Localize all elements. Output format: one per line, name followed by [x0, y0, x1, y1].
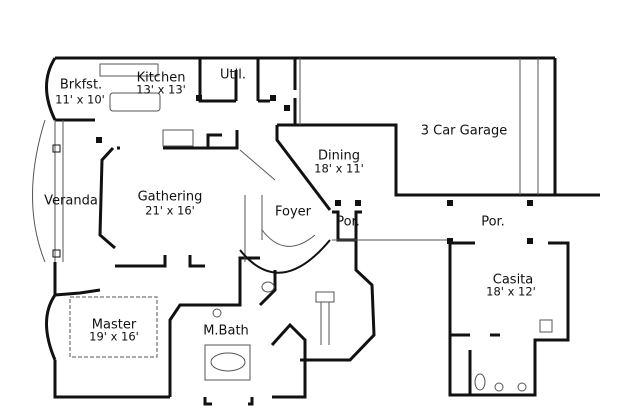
room-label-brkfst: Brkfst. — [59, 77, 103, 93]
walls — [45, 56, 600, 406]
room-label-kitchen: Kitchen — [136, 70, 186, 86]
room-label-master: Master — [91, 317, 137, 333]
room-label-gathering: Gathering — [137, 189, 203, 205]
room-label-porch: Por. — [336, 214, 360, 230]
room-label-garage: 3 Car Garage — [420, 123, 508, 139]
room-label-mbath: M.Bath — [203, 323, 249, 339]
fixtures — [32, 58, 553, 392]
room-size-brkfst: 11' x 10' — [55, 92, 105, 107]
room-size-master: 19' x 16' — [89, 329, 139, 344]
room-label-veranda: Veranda — [44, 193, 98, 209]
room-size-dining: 18' x 11' — [314, 161, 364, 176]
room-size-kitchen: 13' x 13' — [136, 82, 186, 97]
room-label-util: Util. — [220, 67, 246, 83]
room-label-casita: Casita — [492, 272, 534, 288]
room-label-foyer: Foyer — [274, 204, 312, 220]
room-label-dining: Dining — [318, 148, 360, 164]
columns — [96, 95, 533, 244]
room-size-gathering: 21' x 16' — [145, 203, 195, 218]
room-size-casita: 18' x 12' — [486, 284, 536, 299]
room-label-casita-porch: Por. — [481, 214, 505, 230]
